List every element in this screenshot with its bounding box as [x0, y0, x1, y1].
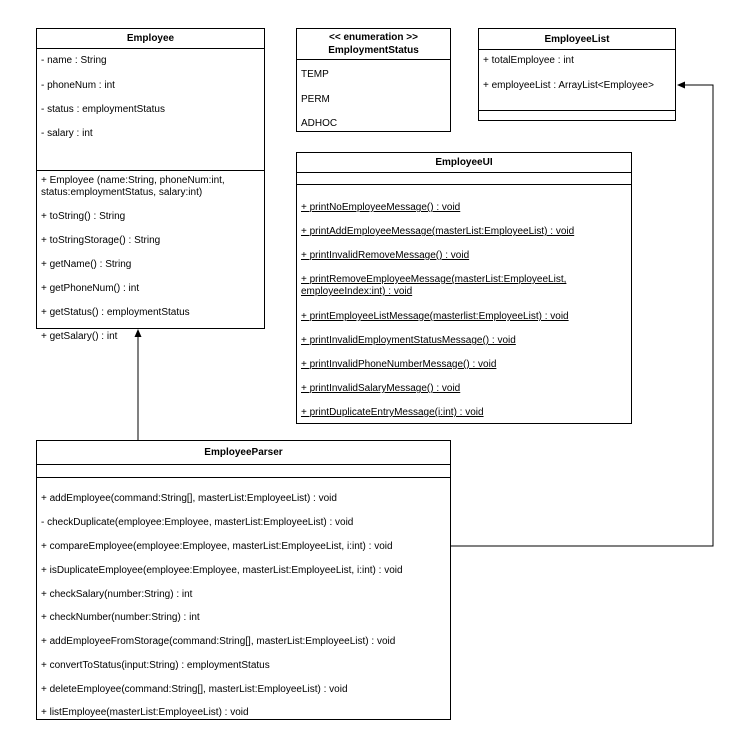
employeeparser-class-title: EmployeeParser — [37, 441, 450, 465]
method-printemployeelistmessage: + printEmployeeListMessage(masterlist:Em… — [301, 311, 569, 322]
attribute-status: - status : employmentStatus — [41, 104, 165, 115]
method-compareemployee: + compareEmployee(employee:Employee, mas… — [41, 541, 393, 552]
method-tostringstorage: + toStringStorage() : String — [41, 235, 161, 246]
parser-to-employee-arrowhead — [134, 329, 142, 337]
enum-value-temp: TEMP — [301, 69, 329, 80]
method-getphonenum: + getPhoneNum() : int — [41, 283, 140, 294]
attribute-salary: - salary : int — [41, 128, 93, 139]
employeeui-class[interactable]: EmployeeUI + printNoEmployeeMessage() : … — [296, 152, 632, 424]
method-deleteemployee: + deleteEmployee(command:String[], maste… — [41, 684, 348, 695]
employeeparser-attributes — [37, 465, 450, 478]
method-printinvalidsalarymessage: + printInvalidSalaryMessage() : void — [301, 383, 461, 394]
employeelist-class-title: EmployeeList — [479, 29, 675, 50]
employeelist-class[interactable]: EmployeeList + totalEmployee : int + emp… — [478, 28, 676, 121]
employee-attributes: - name : String - phoneNum : int - statu… — [37, 49, 264, 171]
method-converttostatus: + convertToStatus(input:String) : employ… — [41, 660, 270, 671]
enum-stereotype: << enumeration >> — [329, 32, 418, 43]
parser-to-employeelist-arrowhead — [677, 81, 685, 89]
employee-methods: + Employee (name:String, phoneNum:int, s… — [37, 171, 264, 342]
method-printinvalidphonenumbermessage: + printInvalidPhoneNumberMessage() : voi… — [301, 359, 497, 370]
method-getstatus: + getStatus() : employmentStatus — [41, 307, 190, 318]
enum-title: EmploymentStatus — [328, 45, 419, 56]
attribute-totalemployee: + totalEmployee : int — [483, 55, 574, 66]
method-tostring: + toString() : String — [41, 211, 126, 222]
method-printremoveemployeemessage-line2: employeeIndex:int) : void — [301, 286, 413, 297]
method-constructor-line2: status:employmentStatus, salary:int) — [41, 187, 203, 198]
employment-status-header: << enumeration >> EmploymentStatus — [297, 29, 450, 60]
employeeparser-class[interactable]: EmployeeParser + addEmployee(command:Str… — [36, 440, 451, 720]
attribute-name: - name : String — [41, 55, 107, 66]
method-printduplicateentrymessage: + printDuplicateEntryMessage(i:int) : vo… — [301, 407, 484, 418]
method-getsalary: + getSalary() : int — [41, 331, 118, 342]
employee-class[interactable]: Employee - name : String - phoneNum : in… — [36, 28, 265, 342]
enum-values: TEMP PERM ADHOC — [297, 60, 450, 132]
attribute-employeelist: + employeeList : ArrayList<Employee> — [483, 80, 654, 91]
method-addemployeefromstorage: + addEmployeeFromStorage(command:String[… — [41, 636, 396, 647]
employeeparser-methods: + addEmployee(command:String[], masterLi… — [37, 478, 450, 719]
parser-to-employeelist-line — [451, 84, 714, 547]
employeeui-class-title: EmployeeUI — [297, 153, 631, 173]
employeelist-methods — [479, 111, 675, 120]
method-printinvalidremovemessage: + printInvalidRemoveMessage() : void — [301, 250, 470, 261]
employment-status-enum[interactable]: << enumeration >> EmploymentStatus TEMP … — [296, 28, 451, 132]
method-printnoemployeemessage: + printNoEmployeeMessage() : void — [301, 202, 461, 213]
enum-value-perm: PERM — [301, 94, 330, 105]
employeeui-attributes — [297, 173, 631, 185]
method-isduplicateemployee: + isDuplicateEmployee(employee:Employee,… — [41, 565, 403, 576]
method-printremoveemployeemessage-line1: + printRemoveEmployeeMessage(masterList:… — [301, 274, 567, 285]
employeeui-methods: + printNoEmployeeMessage() : void + prin… — [297, 185, 631, 423]
method-printaddemployeemessage: + printAddEmployeeMessage(masterList:Emp… — [301, 226, 575, 237]
method-constructor-line1: + Employee (name:String, phoneNum:int, — [41, 175, 225, 186]
method-printinvalidemploymentstatusmessage: + printInvalidEmploymentStatusMessage() … — [301, 335, 516, 346]
attribute-phonenum: - phoneNum : int — [41, 80, 115, 91]
method-getname: + getName() : String — [41, 259, 132, 270]
method-listemployee: + listEmployee(masterList:EmployeeList) … — [41, 707, 249, 718]
employeelist-attributes: + totalEmployee : int + employeeList : A… — [479, 50, 675, 111]
method-checksalary: + checkSalary(number:String) : int — [41, 589, 193, 600]
employee-class-title: Employee — [37, 29, 264, 49]
method-addemployee: + addEmployee(command:String[], masterLi… — [41, 493, 337, 504]
method-checknumber: + checkNumber(number:String) : int — [41, 612, 200, 623]
method-checkduplicate: - checkDuplicate(employee:Employee, mast… — [41, 517, 354, 528]
enum-value-adhoc: ADHOC — [301, 118, 338, 129]
